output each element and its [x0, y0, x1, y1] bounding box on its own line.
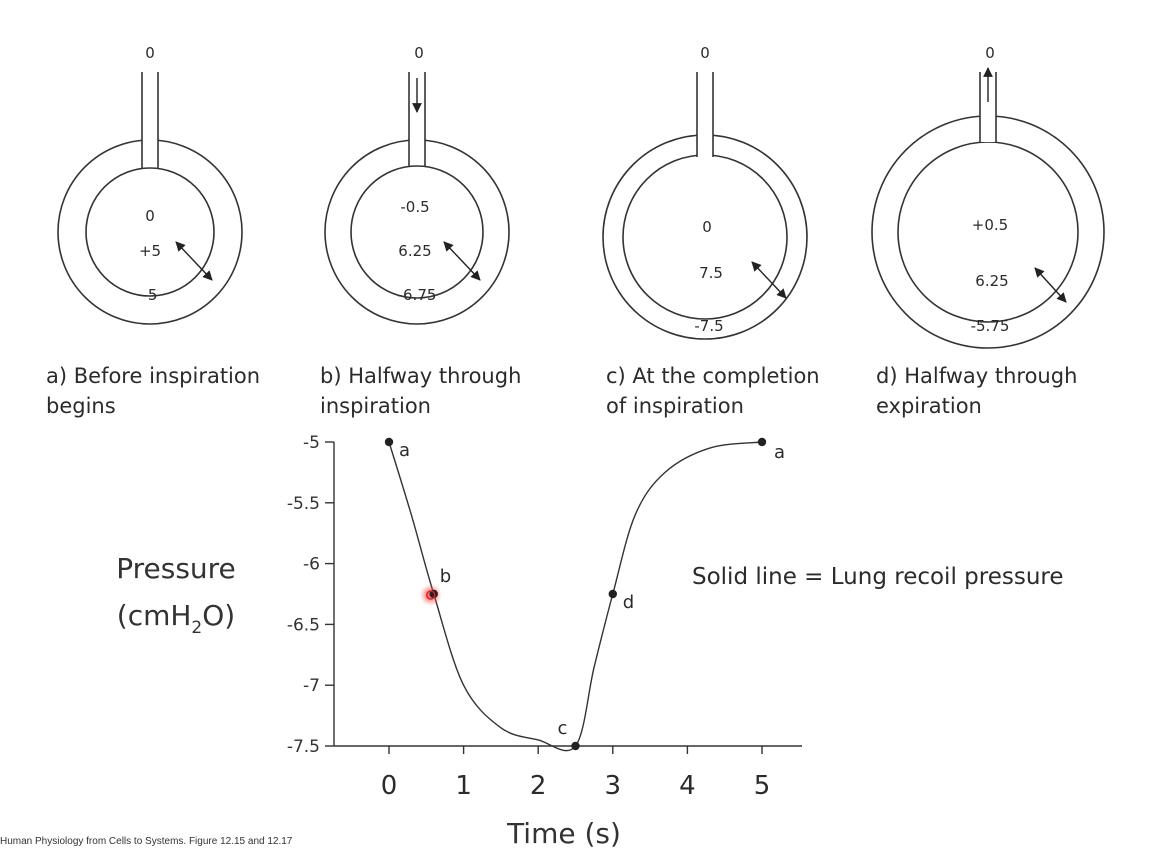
cursor-ring: [426, 590, 436, 600]
y-axis-label-line-2: (cmH2O): [117, 599, 235, 638]
caption-line-2: inspiration: [320, 394, 431, 418]
y-axis-ticks: -5 -5.5 -6 -6.5 -7 -7.5: [287, 433, 334, 757]
caption-line-1: d) Halfway through: [876, 364, 1077, 388]
top-pressure: 0: [145, 44, 155, 62]
double-arrow-icon: [751, 261, 787, 299]
inner-wall: [350, 165, 484, 299]
double-arrow-icon: [443, 241, 481, 281]
lung-diagram-b: 0 -0.5 6.25 -6.75 b) Halfway through ins…: [320, 44, 521, 418]
recoil-pressure: +5: [139, 242, 161, 260]
marker-point-d: [608, 589, 617, 599]
x-tick-label: 1: [455, 771, 472, 801]
caption-line-2: begins: [46, 394, 116, 418]
pleural-pressure: -5: [143, 286, 158, 304]
x-tick-label: 0: [381, 771, 398, 801]
top-pressure: 0: [985, 44, 995, 62]
recoil-pressure: 7.5: [699, 264, 723, 282]
recoil-pressure: 6.25: [398, 242, 431, 260]
top-pressure: 0: [414, 44, 424, 62]
marker-label-a: a: [399, 440, 410, 461]
legend-annotation: Solid line = Lung recoil pressure: [692, 564, 1064, 590]
point-markers: a b c d a: [384, 437, 785, 751]
y-tick-label: -5: [303, 433, 320, 453]
x-tick-label: 5: [754, 771, 771, 801]
y-tick-label: -6: [303, 555, 320, 575]
y-tick-label: -6.5: [287, 615, 320, 635]
top-pressure: 0: [700, 44, 710, 62]
pleural-pressure: -6.75: [398, 286, 437, 304]
marker-label-a: a: [774, 442, 785, 463]
x-tick-label: 2: [530, 771, 547, 801]
recoil-pressure: 6.25: [975, 272, 1008, 290]
lung-diagram-d: 0 +0.5 6.25 -5.75 d) Halfway through exp…: [871, 44, 1105, 418]
x-tick-label: 3: [605, 771, 622, 801]
marker-point-c: [571, 741, 580, 751]
alveolar-pressure: +0.5: [972, 216, 1008, 234]
alveolar-pressure: 0: [702, 218, 712, 236]
outer-wall: [602, 134, 808, 340]
caption-line-2: expiration: [876, 394, 982, 418]
pleural-pressure: -7.5: [694, 317, 723, 335]
x-axis-label: Time (s): [506, 817, 621, 850]
caption-line-2: of inspiration: [606, 394, 744, 418]
marker-point-a: [384, 437, 394, 447]
marker-label-d: d: [623, 592, 634, 613]
source-citation: Human Physiology from Cells to Systems. …: [0, 836, 293, 847]
lung-diagram-c: 0 0 7.5 -7.5 c) At the completion of ins…: [602, 44, 820, 418]
pressure-time-chart: -5 -5.5 -6 -6.5 -7 -7.5 0 1 2 3 4 5 a b c d a Pressure…: [116, 433, 1063, 850]
x-tick-label: 4: [679, 771, 696, 801]
pleural-pressure: -5.75: [971, 317, 1010, 335]
caption-line-1: a) Before inspiration: [46, 364, 260, 388]
marker-point-a: [757, 437, 767, 447]
alveolar-pressure: 0: [145, 207, 155, 225]
y-axis-label-line-1: Pressure: [116, 552, 236, 585]
inner-wall: [622, 154, 788, 320]
x-axis-ticks: 0 1 2 3 4 5: [381, 746, 771, 801]
alveolar-pressure: -0.5: [400, 198, 429, 216]
double-arrow-icon: [1034, 267, 1067, 303]
y-tick-label: -7.5: [287, 737, 320, 757]
marker-label-b: b: [440, 566, 451, 587]
marker-label-c: c: [558, 718, 568, 739]
lung-diagram-a: 0 0 +5 -5 a) Before inspiration begins: [46, 44, 260, 418]
lung-recoil-line: [388, 441, 763, 752]
y-tick-label: -7: [303, 676, 320, 696]
double-arrow-icon: [175, 241, 213, 281]
marker-point-b: [429, 589, 438, 599]
y-tick-label: -5.5: [287, 494, 320, 514]
caption-line-1: b) Halfway through: [320, 364, 521, 388]
inner-wall: [85, 167, 215, 297]
caption-line-1: c) At the completion: [606, 364, 820, 388]
